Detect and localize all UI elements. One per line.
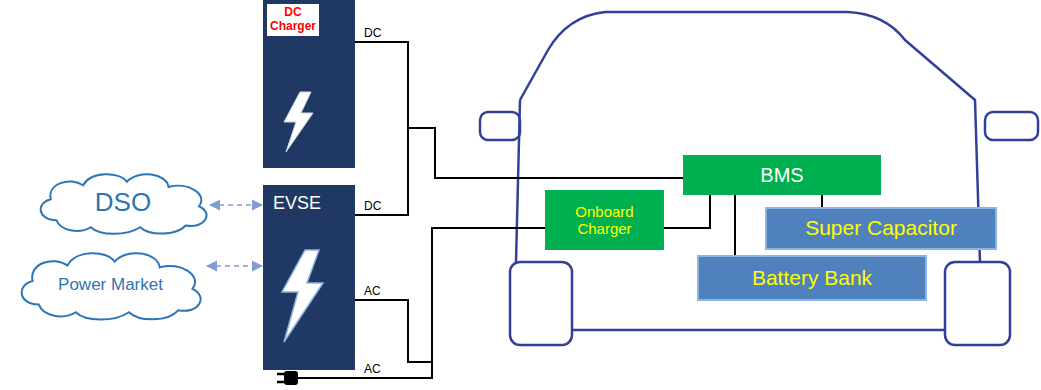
power-line	[664, 195, 710, 228]
charger-box: EVSE	[263, 185, 355, 370]
line-label: DC	[362, 27, 383, 40]
storage-box: Super Capacitor	[765, 207, 997, 250]
power-line	[821, 195, 823, 207]
car-bottom	[572, 329, 945, 332]
car-wheel	[945, 262, 1010, 345]
node-label: Battery Bank	[746, 266, 878, 290]
car-wheel	[510, 262, 572, 345]
process-box: Onboard Charger	[545, 190, 664, 250]
node-label: Onboard Charger	[545, 203, 664, 238]
cloud-node: Power Market	[8, 244, 213, 322]
node-label: Power Market	[52, 275, 169, 295]
lightning-symbol	[284, 92, 313, 152]
node-label: DC Charger	[267, 4, 319, 36]
node-label: DSO	[89, 188, 157, 218]
power-line	[734, 195, 736, 255]
data-link-arrow	[207, 265, 262, 267]
line-label: DC	[362, 200, 383, 213]
plug-symbol	[284, 371, 298, 385]
cloud-node: DSO	[28, 166, 218, 236]
charger-box: DC Charger	[263, 0, 355, 168]
node-label: EVSE	[267, 189, 327, 218]
line-label: AC	[362, 285, 383, 298]
process-box: BMS	[683, 155, 881, 195]
data-link-arrow	[210, 204, 262, 206]
node-label: BMS	[754, 164, 809, 187]
car-mirror	[480, 112, 520, 140]
power-line	[355, 42, 683, 178]
lightning-symbol	[282, 250, 323, 342]
node-label: Super Capacitor	[799, 216, 963, 240]
car-mirror	[985, 112, 1038, 140]
line-label: AC	[362, 363, 383, 376]
power-line	[355, 228, 545, 362]
car-roof	[520, 12, 980, 262]
storage-box: Battery Bank	[697, 255, 927, 301]
plug-prongs	[277, 374, 284, 382]
